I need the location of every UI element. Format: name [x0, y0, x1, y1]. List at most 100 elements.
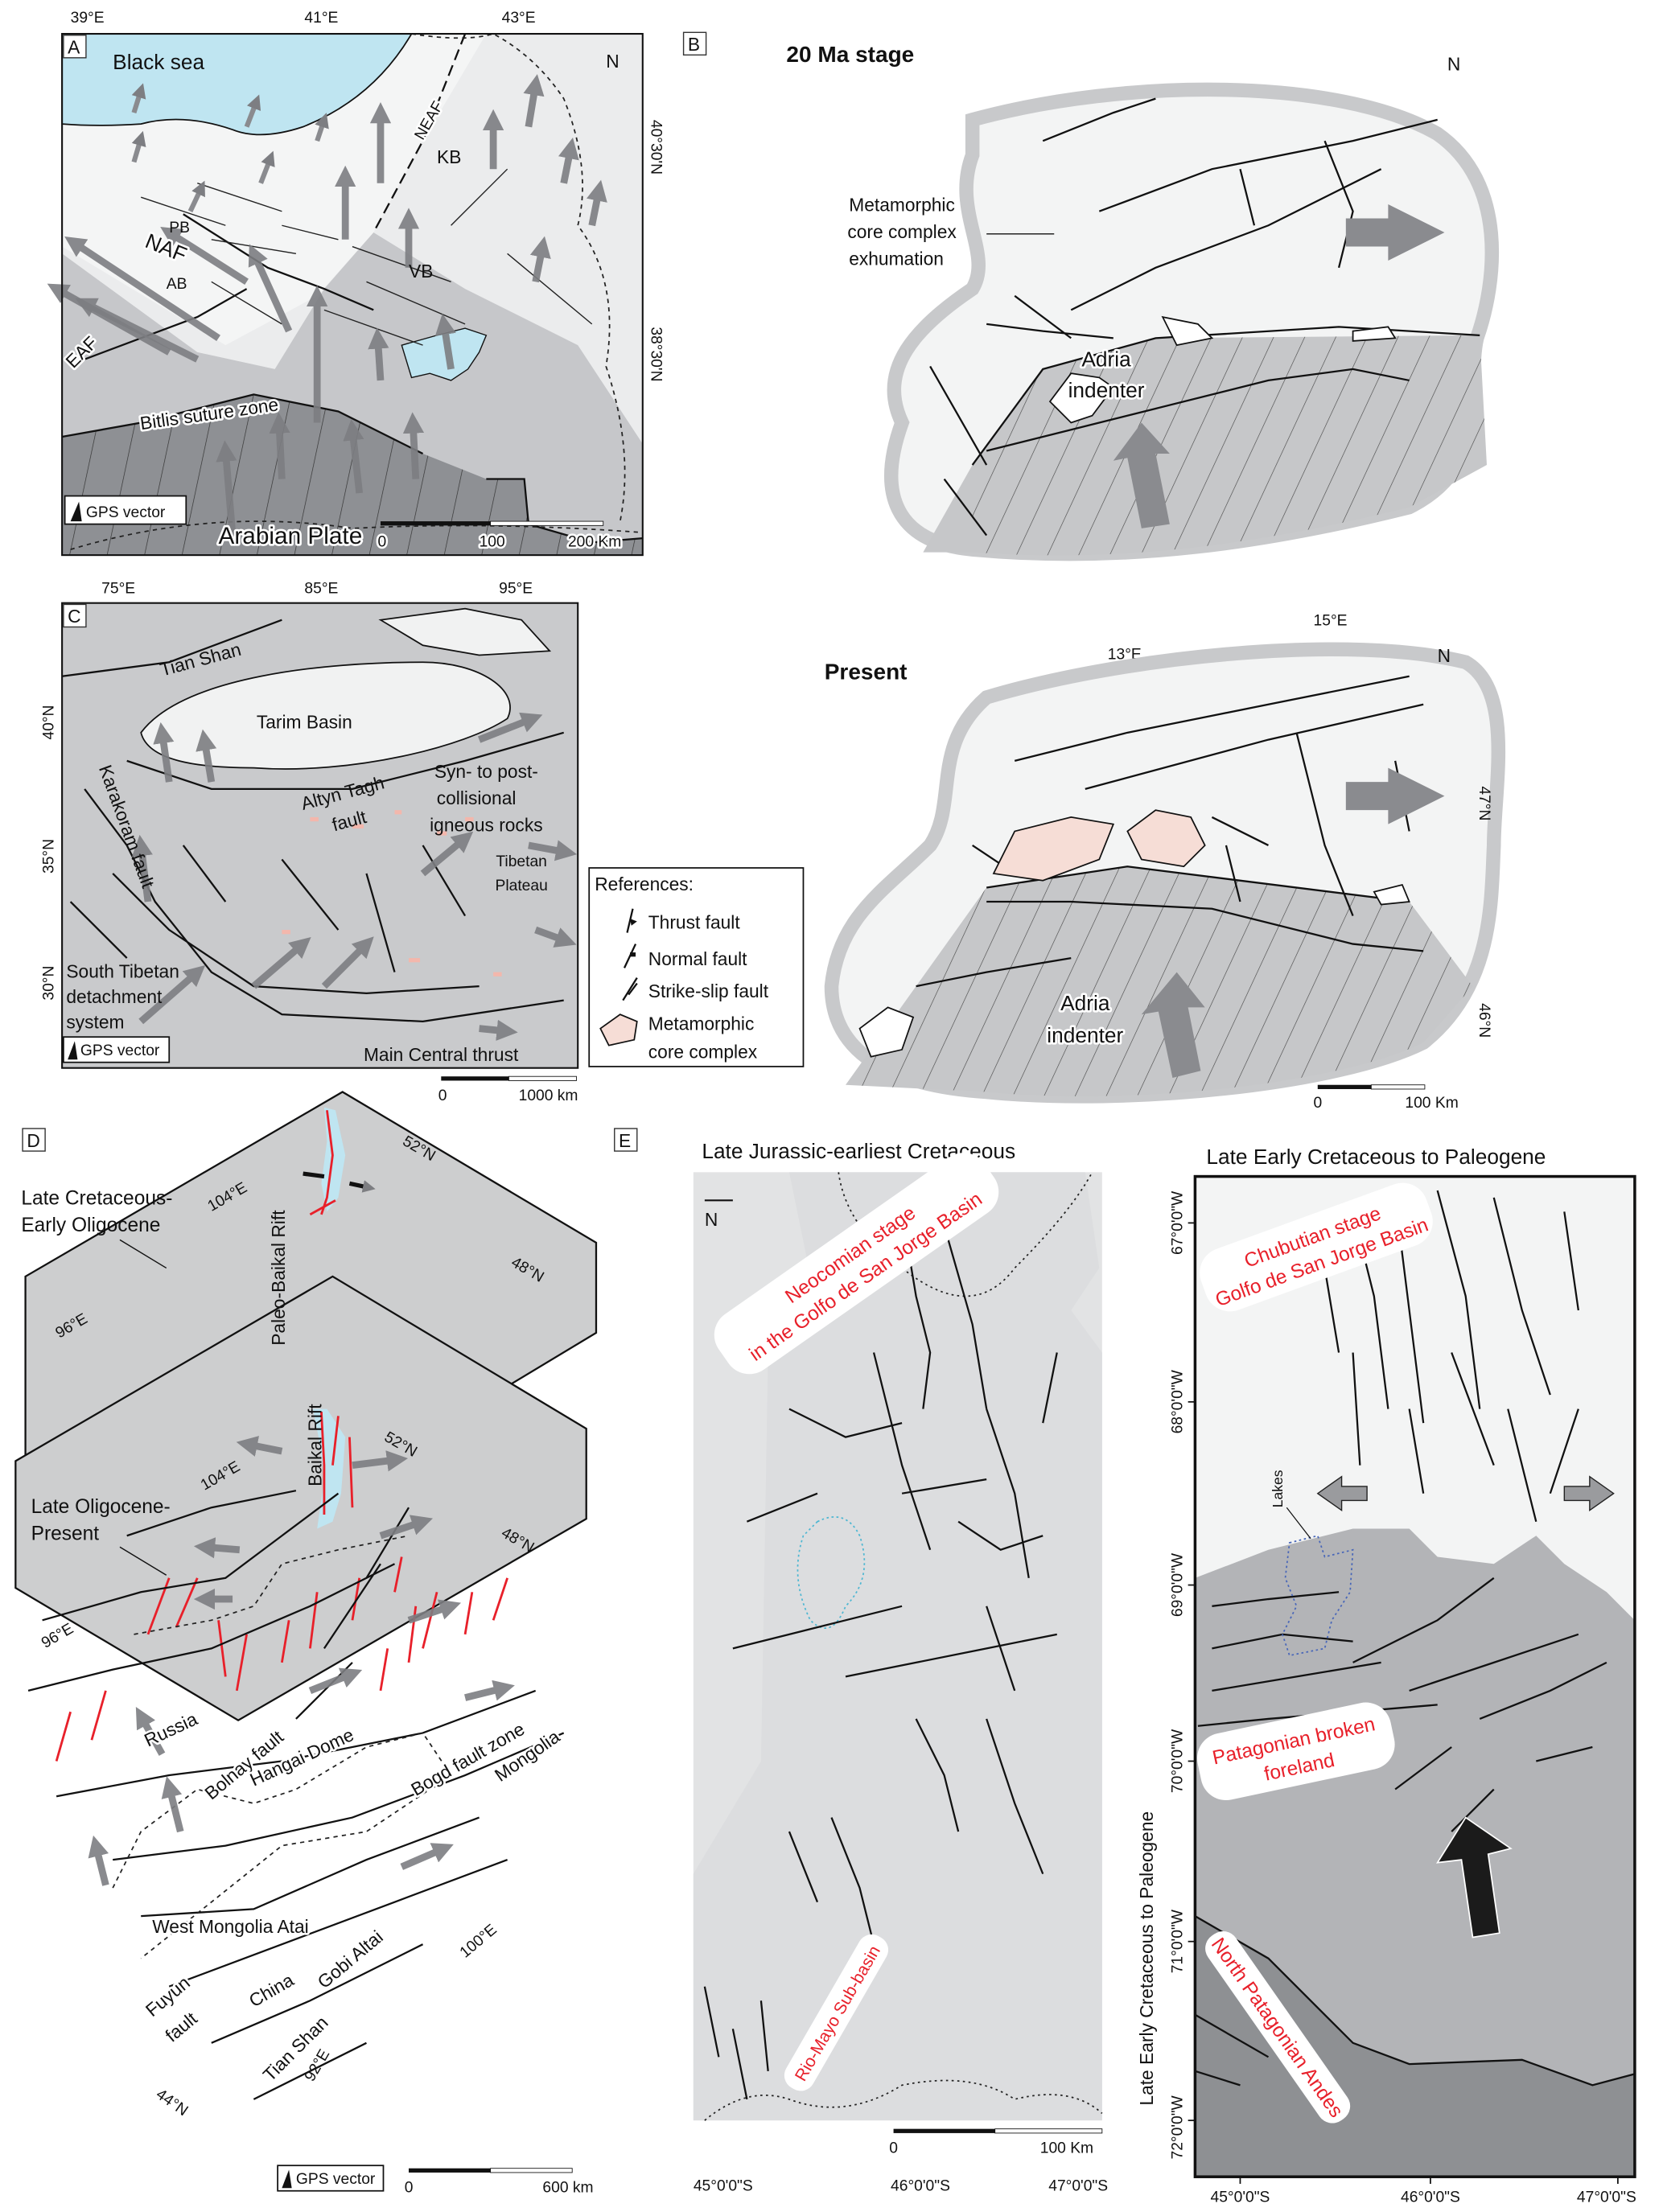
baikal-lake [312, 1408, 346, 1529]
scale-bar: 0 100 Km [889, 2128, 1103, 2156]
map-feature [61, 393, 424, 455]
label-fuyun: fault [161, 2008, 201, 2046]
map-feature [380, 521, 491, 526]
y-axis: 67°0'0"W 68°0'0"W 69°0'0"W 70°0'0"W 71°0… [1170, 1190, 1196, 2160]
gps-vector-arrow [464, 1680, 515, 1701]
map-feature [1205, 1931, 1351, 2124]
extension-arrow [1345, 204, 1445, 261]
map-feature [61, 32, 644, 557]
panel-label-a: A [68, 37, 80, 58]
x-tick: 47°0'0"S [1048, 2178, 1108, 2195]
mcc-body [992, 816, 1115, 882]
label-tarim: Tarim Basin [257, 712, 352, 733]
map-feature [1316, 1475, 1368, 1512]
lat-tick: 40°N [41, 705, 58, 740]
label-arabian-plate: Arabian Plate [219, 523, 363, 549]
panel-d: D Late Cretaceous- Early Oligocene Paleo… [14, 1091, 598, 2196]
gps-vector-arrow [248, 244, 293, 333]
map-feature [63, 35, 87, 59]
gps-vector-arrow [258, 150, 275, 184]
map-feature [1193, 1174, 1636, 2178]
adria-label: indenter [1068, 378, 1145, 402]
lat-tick: 38°30'N [647, 327, 664, 381]
gps-vector-arrow [160, 226, 249, 286]
gps-vector-arrow [407, 1599, 462, 1624]
y-tick: 70°0'0"W [1170, 1729, 1187, 1793]
map-label: 100 Km [1405, 1095, 1458, 1112]
map-feature [437, 831, 447, 836]
y-tick: 69°0'0"W [1170, 1552, 1187, 1617]
panel-e-left: E Late Jurassic-earliest Cretaceous N Ne… [614, 1128, 1108, 2195]
gps-vector-arrow [420, 831, 474, 877]
label-pb: PB [169, 220, 190, 236]
gps-vector-arrow [558, 138, 579, 184]
panel-a: A 39°E 41°E 43°E 40°30'N 38°30'N N Black… [47, 10, 664, 557]
legend-item: Strike-slip fault [648, 981, 769, 1001]
panel-e-right: Late Early Cretaceous to Paleogene Chubu… [1136, 1145, 1636, 2206]
x-tick: 46°0'0"S [1401, 2189, 1460, 2206]
map-feature [119, 1239, 167, 1269]
map-feature [282, 930, 290, 935]
indentation-arrow [1113, 422, 1170, 528]
label-gobi: Gobi Altai [313, 1926, 386, 1993]
stage-title: Present [825, 659, 908, 684]
map-label: 0 [438, 1087, 447, 1104]
label-stds: system [66, 1012, 124, 1033]
x-tick: 46°0'0"S [891, 2178, 950, 2195]
lat-tick: 44°N [153, 2086, 191, 2119]
map-label: 0 [405, 2179, 414, 2196]
label-baikal: Baikal Rift [304, 1404, 325, 1486]
label-stds: detachment [66, 986, 163, 1007]
label-vb: VB [409, 261, 433, 282]
gps-vector-arrow [135, 1706, 166, 1756]
map-feature [68, 1041, 78, 1060]
gps-vector-arrow [379, 1515, 434, 1540]
lat-tick: 46°N [1476, 1003, 1492, 1038]
map-feature [1200, 1182, 1433, 1312]
legend-gps: GPS vector [63, 1036, 171, 1063]
gps-arrows [131, 712, 578, 1041]
label-china: China [245, 1969, 298, 2011]
label-mct: Main Central thrust [364, 1044, 519, 1065]
stage-title: 20 Ma stage [786, 42, 914, 67]
gps-arrows [47, 74, 607, 536]
gps-vector-arrow [523, 74, 545, 128]
map-feature [310, 816, 319, 822]
legend-gps: GPS vector [277, 2165, 385, 2192]
lat-tick: 35°N [41, 839, 58, 874]
gps-vector-arrow [269, 412, 290, 479]
map-feature [490, 2168, 573, 2173]
map-feature [378, 607, 552, 656]
tarim-basin [140, 661, 511, 770]
panel-b: B 20 Ma stage N Metamorphic core complex… [682, 31, 1499, 561]
legend-item: Normal fault [648, 948, 747, 969]
boundary-line [70, 520, 643, 550]
map-feature [409, 2168, 491, 2173]
map-feature [682, 31, 707, 56]
label-lakes: Lakes [1270, 1470, 1286, 1507]
label-igneous: igneous rocks [430, 814, 542, 835]
lon-tick: 85°E [304, 580, 338, 597]
map-feature [893, 2128, 995, 2133]
gps-vector-arrow [187, 180, 205, 213]
map-label: GPS vector [296, 2171, 376, 2188]
strike-slip-fault-icon [622, 977, 638, 1001]
map-feature [70, 501, 82, 522]
gps-vector-arrow [244, 94, 261, 128]
gps-vector-arrow [236, 1436, 283, 1457]
gps-vector-arrow [402, 412, 425, 479]
map-label: GPS vector [86, 504, 166, 521]
map-label: 0 [889, 2140, 898, 2156]
lat-tick: 47°N [1476, 786, 1492, 820]
panel-b-present: Present 13°E 15°E N Adria indenter 47°N … [824, 613, 1506, 1112]
map-feature [1352, 326, 1397, 342]
north-arrow: N [1447, 54, 1460, 75]
gps-vector-arrow [479, 1019, 518, 1041]
x-tick: 45°0'0"S [694, 2178, 753, 2195]
gps-vector-arrow [400, 1843, 454, 1870]
map-feature [858, 1006, 915, 1058]
map-feature [846, 866, 1473, 1096]
map-feature [614, 1128, 638, 1152]
map-label: GPS vector [80, 1042, 160, 1059]
